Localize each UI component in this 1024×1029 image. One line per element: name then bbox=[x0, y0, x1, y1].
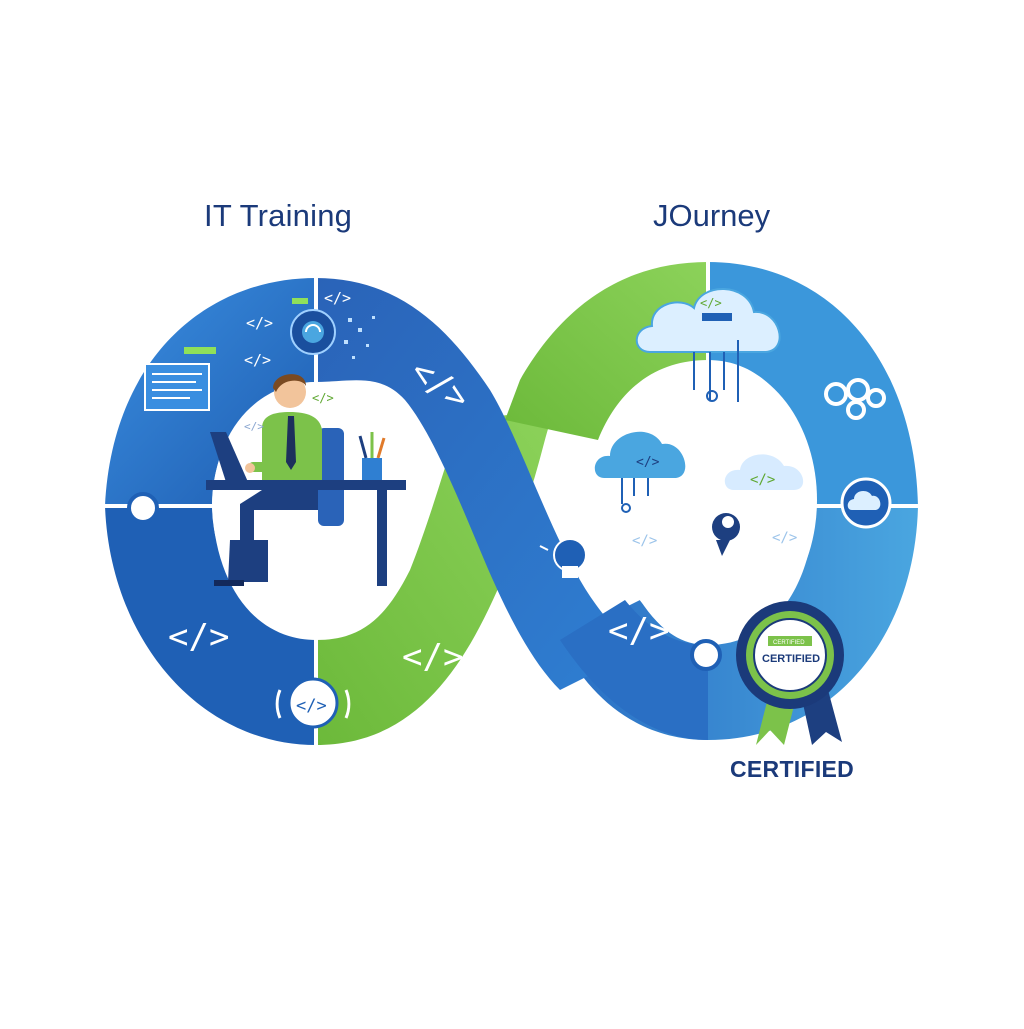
left-loop-bottom-segment bbox=[105, 506, 316, 745]
laptop-icon bbox=[210, 432, 248, 482]
right-loop-green-segment bbox=[505, 262, 708, 440]
code-glyph-inner-1: </> bbox=[632, 533, 657, 549]
code-glyph-small-1: </> bbox=[246, 314, 273, 332]
title-journey: JOurney bbox=[653, 198, 771, 233]
badge-inner-text: CERTIFIED bbox=[762, 653, 820, 665]
inner-cloud-right: </> bbox=[724, 454, 804, 490]
badge-ribbon-text: CERTIFIED bbox=[773, 640, 805, 646]
small-code-glyphs: </> </> </> bbox=[244, 289, 351, 369]
title-it-training: IT Training bbox=[204, 198, 353, 233]
green-tag-icon-2 bbox=[184, 347, 216, 354]
lightbulb-icon bbox=[539, 528, 601, 578]
left-loop-top-segment bbox=[105, 278, 316, 506]
code-glyph-inner-cloud-2: </> bbox=[750, 472, 775, 488]
inner-cloud-left: </> bbox=[594, 431, 686, 513]
tech-disc-icon bbox=[290, 309, 336, 355]
user-support-icon bbox=[712, 513, 740, 556]
document-icon bbox=[144, 363, 210, 411]
pencil-cup-icon bbox=[362, 458, 382, 480]
network-nodes-icon bbox=[824, 378, 886, 420]
code-glyph-person: </> bbox=[312, 391, 334, 405]
code-glyph-small-2: </> bbox=[324, 289, 351, 307]
code-glyph-inner-cloud: </> bbox=[636, 455, 660, 470]
right-loop-inner-space bbox=[607, 362, 817, 638]
crossing-band-lower bbox=[560, 600, 708, 740]
code-glyph-cloud-top: </> bbox=[700, 296, 722, 310]
chair-icon bbox=[318, 428, 344, 526]
cloud-badge-icon bbox=[840, 477, 892, 529]
code-glyph-left-bottom: </> bbox=[168, 617, 229, 657]
code-glyph-small-3: </> bbox=[244, 351, 271, 369]
green-tag-icon bbox=[292, 298, 308, 304]
right-node-circle bbox=[690, 639, 722, 671]
crossing-band bbox=[316, 278, 640, 690]
code-badge-icon: </> bbox=[275, 677, 351, 729]
certified-caption: CERTIFIED bbox=[730, 756, 855, 782]
code-glyph-green: </> bbox=[402, 637, 463, 677]
left-node-circle bbox=[127, 492, 159, 524]
certified-badge: CERTIFIED CERTIFIED bbox=[736, 601, 844, 745]
code-badge-glyph: </> bbox=[296, 696, 327, 716]
decorative-dots bbox=[344, 316, 375, 359]
developer-at-desk-illustration: </> </> bbox=[206, 374, 406, 586]
cloud-network-icon: </> bbox=[635, 288, 781, 402]
code-glyph-person-2: </> bbox=[244, 420, 264, 433]
code-glyph-inner-2: </> bbox=[772, 530, 797, 546]
code-glyph-crossing-bottom: </> bbox=[608, 611, 669, 651]
inner-code-glyphs: </> </> bbox=[632, 530, 797, 549]
